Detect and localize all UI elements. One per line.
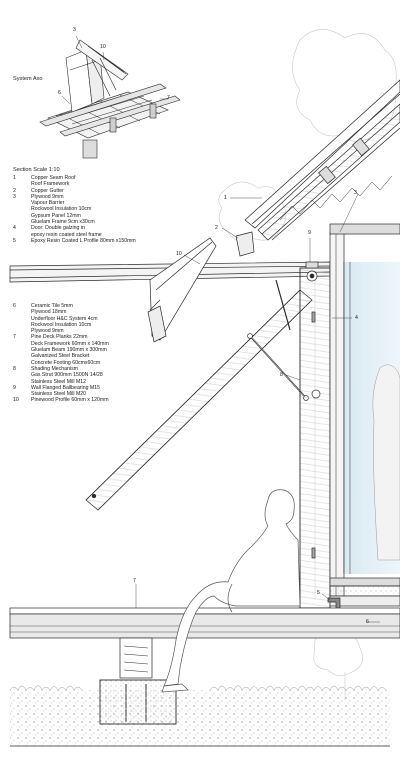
leader-lines [135, 193, 380, 623]
legend-line: Plywood 18mm [31, 309, 67, 316]
section-callout-5: 5 [317, 590, 320, 596]
legend-line: Vapour Barrier [31, 200, 65, 207]
legend-number: 10 [13, 397, 19, 404]
legend-line: Epoxy Resin Coated L Profile 80mm x150mm [31, 237, 136, 244]
legend-line: Ceramic Tile 5mm [31, 303, 73, 309]
deck [9, 607, 400, 639]
legend-line: Stainless Steel Mill M12 [31, 378, 87, 385]
ground [9, 685, 390, 747]
legend-line: Rockwool Insulation 10cm [31, 206, 92, 213]
legend-line: Gluelam Frame 9cm x30cm [31, 219, 95, 226]
legend-line: Plywood 9mm [31, 328, 64, 335]
legend-line: Roof Framework [31, 181, 70, 188]
axo-callout-3: 3 [73, 27, 76, 33]
legend-line: Underfloor H&C System 4cm [31, 315, 98, 322]
legend-number: 1 [13, 175, 16, 181]
legend-line: Gas Strut 900mm 1500N 14/28 [31, 372, 103, 379]
main-section [9, 79, 400, 747]
legend-item: 2 Copper Gutter [13, 188, 136, 194]
legend-line: Deck Framework 60mm x 140mm [31, 340, 109, 347]
legend-line: Stainless Steel Mill M20 [31, 391, 87, 398]
legend-line: Plywood 9mm [31, 193, 64, 200]
legend-number: 6 [13, 303, 16, 309]
legend-item: 10 Pinewood Profile 60mm x 120mm [13, 397, 109, 403]
section-callout-2: 2 [215, 225, 218, 231]
section-callout-6: 6 [366, 619, 369, 625]
section-callout-8: 8 [280, 372, 283, 378]
legend-line: Pinewood Profile 60mm x 120mm [31, 397, 109, 404]
legend-line: Concrete Footing 60cmx60cm [31, 359, 101, 366]
section-callout-7: 7 [133, 578, 136, 584]
legend-number: 7 [13, 334, 16, 341]
legend-line: Gypsum Panel 12mm [31, 212, 81, 219]
section-callout-10: 10 [176, 251, 182, 257]
legend-line: Shading Mechanism [31, 365, 79, 372]
axo-callout-10: 10 [100, 44, 106, 50]
legend-number: 9 [13, 384, 16, 391]
section-callout-4: 4 [355, 315, 358, 321]
legend-line: epoxy resin coated steel frame [31, 231, 102, 238]
legend-line: Copper Gutter [31, 187, 64, 194]
roof-assembly [235, 79, 400, 257]
section-callout-3: 3 [354, 190, 357, 196]
sitting-person [161, 489, 301, 693]
legend-line: Pine Deck Planks 22mm [31, 334, 88, 341]
axo-title: System Axo [13, 76, 43, 82]
legend-number: 3 [13, 193, 16, 200]
axo-callout-7: 7 [167, 95, 170, 101]
section-callout-9: 9 [308, 230, 311, 236]
wall-door-assembly [327, 223, 400, 611]
legend-number: 4 [13, 225, 16, 232]
legend-line: Copper Seam Roof [31, 175, 76, 181]
legend-number: 5 [13, 237, 16, 244]
system-axo [39, 35, 181, 159]
legend-line: Wall Flanged Ballbearing M15 [31, 384, 101, 391]
legend-line: Galvanized Steel Bracket [31, 353, 90, 360]
axo-callout-6: 6 [58, 90, 61, 96]
diagonal-strut [85, 289, 313, 511]
main-post [299, 261, 331, 609]
section-title: Section Scale 1:10 [13, 167, 60, 173]
legend-line: Rockwool Insulation 10cm [31, 321, 92, 328]
section-callout-1: 1 [224, 195, 227, 201]
legend-line: Gluelam Beam 190mm x 300mm [31, 347, 107, 354]
legend-number: 2 [13, 187, 16, 194]
legend-number: 8 [13, 365, 16, 372]
legend-line: Door: Double galzing in [31, 225, 85, 232]
legend-item: 5 Epoxy Resin Coated L Profile 80mm x150m… [13, 238, 136, 244]
